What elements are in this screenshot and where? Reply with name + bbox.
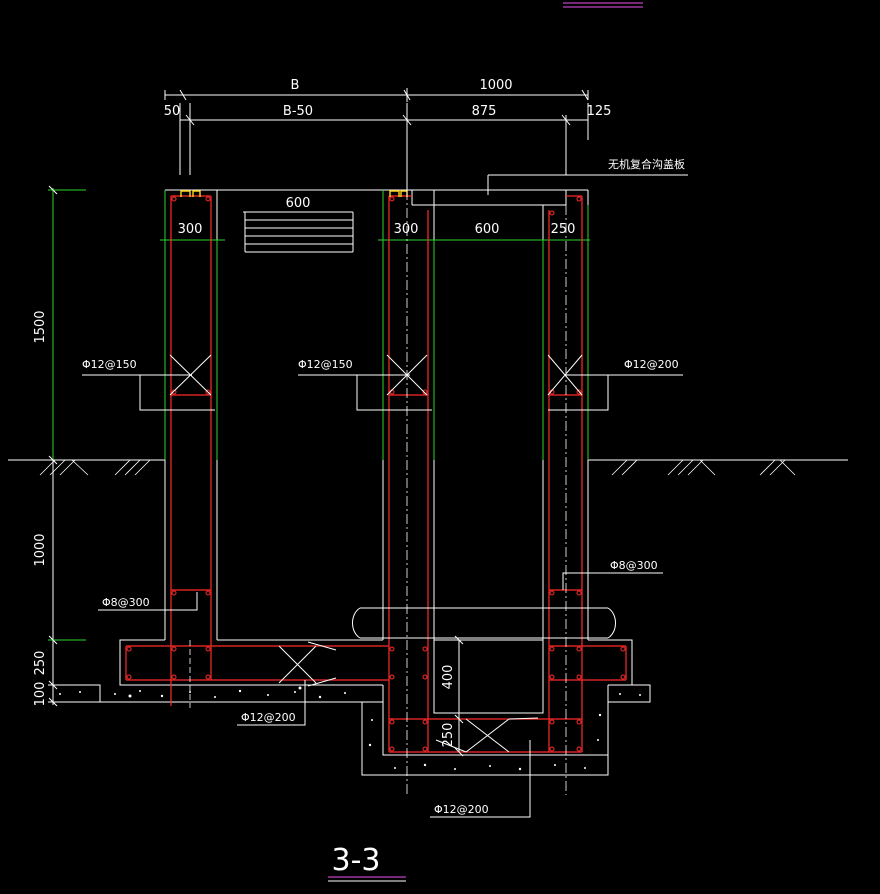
dim-right-wall-250: 250	[551, 222, 576, 237]
label-pit-slab-rebar: Φ12@200	[434, 803, 489, 816]
left-vertical-dims	[48, 185, 86, 707]
dim-opening-600: 600	[286, 196, 311, 211]
top-underline	[563, 2, 643, 8]
dim-50: 50	[164, 104, 181, 119]
ladder-symbol	[243, 211, 354, 253]
top-dimension-row-1	[164, 88, 589, 102]
dim-250-slab: 250	[33, 651, 48, 676]
dim-1000-vertical: 1000	[33, 533, 48, 566]
title-underline	[328, 876, 406, 882]
dim-100-cushion: 100	[33, 682, 48, 707]
structure-outline	[119, 189, 633, 756]
dim-b-50: B-50	[283, 104, 313, 119]
label-left-wall-rebar: Φ12@150	[82, 358, 137, 371]
label-left-stirrup: Φ8@300	[102, 596, 150, 609]
dim-mid-wall-300: 300	[394, 222, 419, 237]
dim-opening-600-b: 600	[475, 222, 500, 237]
pipe	[352, 607, 616, 639]
dim-1000: 1000	[479, 78, 512, 93]
dim-left-wall-300: 300	[178, 222, 203, 237]
rebar-leaders	[82, 374, 683, 818]
rebar-cage	[125, 195, 627, 753]
dim-125: 125	[587, 104, 612, 119]
section-title: 3-3	[332, 843, 381, 878]
green-guides	[48, 188, 590, 641]
label-mid-wall-rebar: Φ12@150	[298, 358, 353, 371]
section-x-marks	[169, 354, 583, 753]
dim-1500: 1500	[33, 310, 48, 343]
label-right-stirrup: Φ8@300	[610, 559, 658, 572]
top-dimension-row-2	[179, 103, 589, 190]
cover-label: 无机复合沟盖板	[608, 157, 685, 171]
centerlines	[189, 190, 567, 795]
label-base-slab-rebar: Φ12@200	[241, 711, 296, 724]
dim-b: B	[291, 78, 300, 93]
cover-leader	[487, 174, 688, 195]
rebar-dots	[126, 196, 626, 752]
ground-line	[8, 459, 848, 476]
cushion-layer	[48, 684, 651, 776]
label-right-wall-rebar: Φ12@200	[624, 358, 679, 371]
pit-dims	[454, 635, 464, 757]
dim-pit-250: 250	[441, 723, 456, 748]
dim-pit-400: 400	[441, 665, 456, 690]
dim-875: 875	[472, 104, 497, 119]
